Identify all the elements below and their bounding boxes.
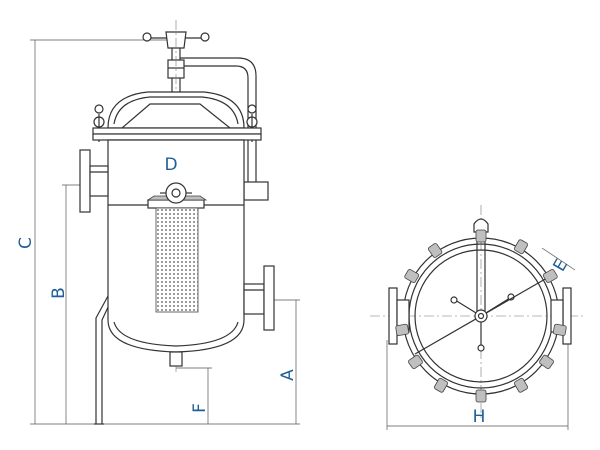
dimension-label-f: F (190, 403, 210, 413)
dimension-label-a: A (278, 369, 298, 381)
side-view: C B A F D (16, 20, 300, 425)
dimension-label-h: H (473, 407, 486, 427)
plan-view: H E (370, 205, 585, 430)
e-leader-line (541, 247, 576, 271)
lid-clamps (395, 229, 567, 403)
handwheel[interactable] (142, 20, 210, 372)
davit-arm (180, 57, 269, 201)
dimension-label-b: B (49, 287, 69, 299)
filter-bag (146, 195, 208, 313)
top-dome (107, 91, 245, 129)
dimension-label-c: C (16, 237, 36, 249)
h-dimension (386, 340, 569, 430)
gauge-port (160, 182, 192, 204)
plan-handwheel (414, 277, 548, 355)
drain-outlet (169, 351, 183, 367)
support-legs (94, 295, 111, 425)
plan-nozzles (388, 287, 572, 345)
lid-circle (414, 249, 548, 383)
outlet-nozzle (243, 265, 275, 331)
plan-davit (473, 218, 489, 316)
dimension-label-d: D (164, 155, 177, 175)
inlet-nozzle (79, 149, 109, 213)
